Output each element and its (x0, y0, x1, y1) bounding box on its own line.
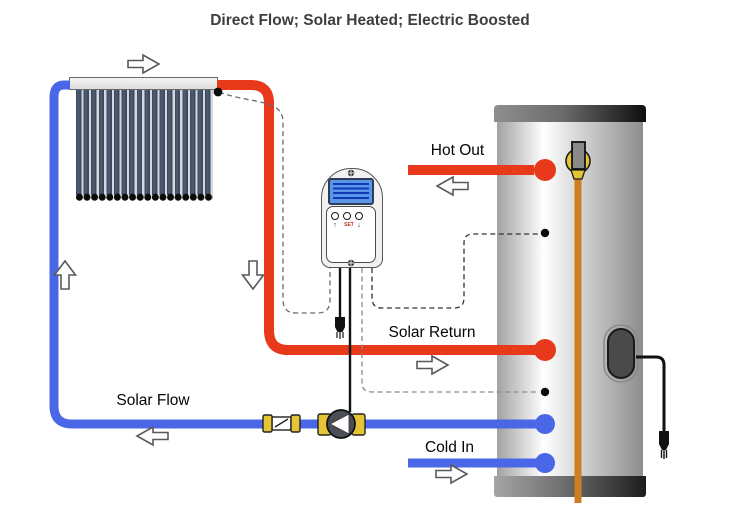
pump-impeller-icon (329, 413, 350, 435)
solar-flow-port (535, 414, 555, 434)
controller-set-button (343, 212, 351, 220)
hot-out-port (534, 159, 556, 181)
controller-up-button (331, 212, 339, 220)
solar-return-label: Solar Return (388, 324, 476, 341)
screw-cross (348, 260, 354, 266)
solar-flow-label: Solar Flow (116, 392, 190, 409)
tank-top-cap (494, 105, 646, 122)
up-arrow-icon (52, 259, 78, 290)
screw-cross (348, 170, 354, 176)
access-panel-ring (603, 324, 639, 383)
collector-tube-caps (76, 193, 213, 203)
plug-icon (335, 317, 345, 332)
controller-lcd (328, 178, 374, 205)
up-arrow-icon: ↑ (333, 222, 337, 229)
access-panel (607, 328, 635, 379)
diagram-title: Direct Flow; Solar Heated; Electric Boos… (210, 12, 530, 29)
collector-sensor-wire (218, 91, 331, 314)
controller-down-button (355, 212, 363, 220)
cold-in-port (535, 453, 555, 473)
solar-return-pipe (217, 80, 535, 355)
lcd-text-lines (333, 183, 369, 200)
check-valve-fitting (290, 414, 301, 433)
check-valve-fitting (262, 414, 273, 433)
right-arrow-icon (127, 53, 161, 75)
right-arrow-icon (435, 463, 469, 485)
left-arrow-icon (435, 175, 469, 197)
down-arrow-icon: ↓ (357, 222, 361, 229)
cold-in-label: Cold In (424, 439, 475, 456)
tank-top-sensor-wire (371, 233, 539, 309)
hot-out-label: Hot Out (430, 142, 485, 159)
tank-power-cord (636, 355, 666, 431)
check-valve-flap (274, 418, 289, 428)
solar-flow-pipe (49, 80, 536, 429)
tank-bottom-sensor-wire (361, 268, 539, 393)
set-button-label: SET (344, 222, 354, 228)
solar-return-port (534, 339, 556, 361)
element-fitting-neck (570, 169, 586, 180)
collector-sensor-dot (213, 87, 223, 97)
down-arrow-icon (240, 260, 266, 291)
element-terminal (571, 141, 586, 170)
tank-bottom-sensor-dot (540, 387, 550, 397)
right-arrow-icon (416, 354, 450, 376)
left-arrow-icon (135, 425, 169, 447)
tank-top-sensor-dot (540, 228, 550, 238)
collector-tubes (76, 90, 213, 195)
storage-tank (497, 122, 643, 476)
tank-base (494, 476, 646, 497)
plug-icon (659, 431, 669, 450)
